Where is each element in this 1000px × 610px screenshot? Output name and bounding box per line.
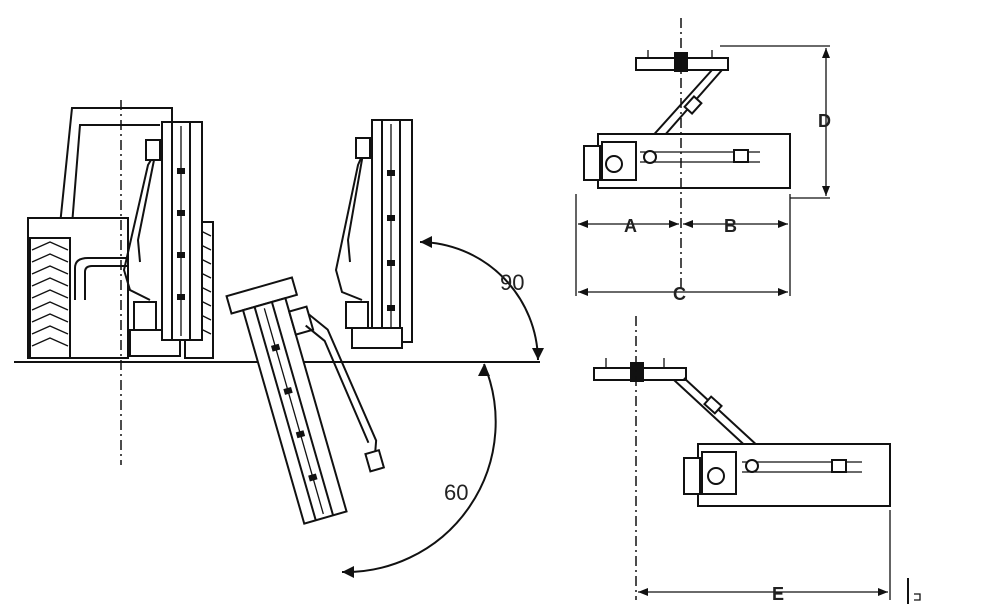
arc-60: [341, 363, 497, 574]
dimension-b-label: B: [724, 216, 737, 236]
plan-view-bottom: E: [593, 316, 921, 604]
plan-view-top: A B C D: [575, 18, 831, 304]
dimension-d-label: D: [818, 111, 831, 131]
rear-view: 90 60: [14, 100, 544, 578]
angle-60-label: 60: [444, 480, 468, 505]
mower-tilted-60: [225, 276, 386, 525]
arc-90: [419, 241, 539, 361]
dimension-a-label: A: [624, 216, 637, 236]
mower-vertical-90: [334, 119, 413, 349]
angle-90-label: 90: [500, 270, 524, 295]
mower-vertical-at-tractor: [122, 121, 203, 341]
dimension-c-label: C: [673, 284, 686, 304]
dimension-e-label: E: [772, 584, 784, 604]
